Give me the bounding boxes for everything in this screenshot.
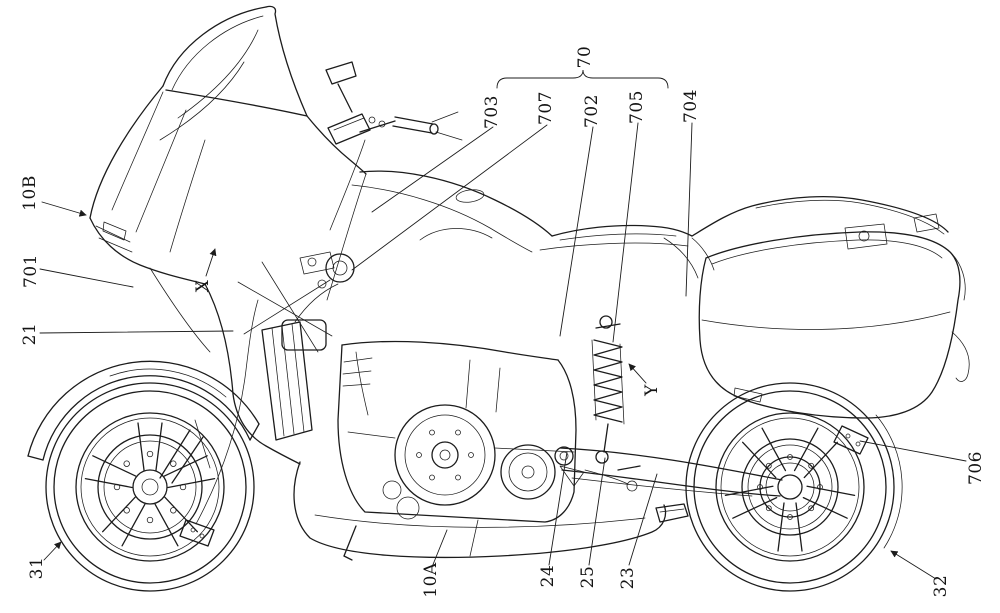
ref-label-706: 706 <box>966 451 986 485</box>
ref-label-70: 70 <box>575 45 595 69</box>
front-wheel-spokes <box>84 422 216 547</box>
leader-707 <box>351 124 548 271</box>
ref-label-25: 25 <box>578 565 598 589</box>
ref-label-703: 703 <box>482 95 502 129</box>
clutch-cover <box>500 444 556 500</box>
mirror <box>325 61 357 85</box>
front-brake-disc-bolts <box>113 450 187 524</box>
throttle-body <box>299 251 355 289</box>
radiator <box>261 283 339 441</box>
ref-label-x: X <box>193 279 213 293</box>
ref-label-21: 21 <box>20 322 40 346</box>
leader-lines <box>39 69 967 580</box>
rear-wheel <box>685 382 903 592</box>
final-drive <box>759 456 821 518</box>
fuel-tank <box>351 170 553 253</box>
ref-label-705: 705 <box>627 90 647 124</box>
ref-label-24: 24 <box>538 564 558 588</box>
leader-25 <box>588 457 606 566</box>
rear-wheel-spokes <box>724 427 856 552</box>
ref-label-32: 32 <box>931 574 951 598</box>
y-direction-arrow <box>628 363 647 384</box>
exhaust-tip <box>655 503 689 523</box>
front-brake-line <box>195 299 259 525</box>
leader-24 <box>548 451 568 566</box>
front-fairing <box>89 85 367 465</box>
leader-703 <box>371 126 494 213</box>
ref-label-10A: 10A <box>421 562 441 598</box>
ref-label-704: 704 <box>681 89 701 123</box>
leader-706 <box>859 440 967 462</box>
frame-trellis <box>237 251 355 353</box>
ref-label-31: 31 <box>27 556 47 580</box>
ref-label-y: Y <box>642 384 662 396</box>
ref-label-10B: 10B <box>20 175 40 211</box>
rear-brake-caliper <box>833 425 869 455</box>
rear-disc-bolts <box>757 454 823 520</box>
front-fork <box>159 419 211 484</box>
seat <box>539 195 949 251</box>
airbox <box>281 319 327 351</box>
foot-controls <box>584 465 641 492</box>
leader-31 <box>43 541 62 561</box>
belly-pan <box>293 461 689 561</box>
ref-label-702: 702 <box>582 94 602 128</box>
front-fender <box>27 360 260 461</box>
leader-705 <box>612 122 639 343</box>
engine <box>337 340 577 523</box>
ref-label-707: 707 <box>536 91 556 125</box>
leader-10B <box>41 201 87 217</box>
leader-23 <box>628 473 658 566</box>
headlight <box>95 221 133 253</box>
windshield <box>159 5 308 141</box>
leader-704 <box>685 122 693 297</box>
leader-21 <box>39 330 234 334</box>
shock-spring <box>593 339 623 423</box>
ref-label-701: 701 <box>21 254 41 288</box>
handlebar-cockpit <box>325 61 463 231</box>
oil-filter <box>396 496 420 520</box>
leader-701 <box>39 268 134 288</box>
side-pannier <box>698 231 970 419</box>
front-wheel <box>45 299 259 592</box>
rear-shock <box>591 315 625 464</box>
rear-rack <box>663 213 940 279</box>
leader-702 <box>559 126 594 337</box>
brace-70 <box>496 69 669 89</box>
rear-hugger <box>875 414 903 549</box>
water-pump <box>382 480 402 500</box>
fuel-cap <box>455 189 485 203</box>
leader-32 <box>890 550 937 580</box>
leader-10A <box>431 529 448 568</box>
x-direction-arrow <box>205 248 217 277</box>
alternator-cover <box>394 404 496 506</box>
ref-label-23: 23 <box>618 566 638 590</box>
instrument-cluster <box>327 113 371 145</box>
front-brake-caliper <box>179 519 215 547</box>
